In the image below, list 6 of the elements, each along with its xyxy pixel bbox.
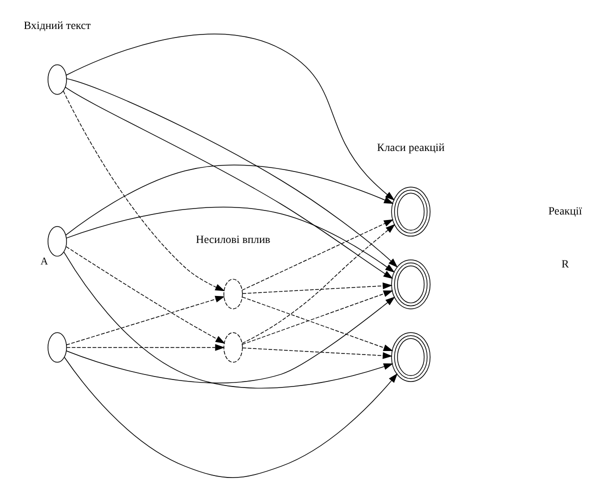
label: R (561, 258, 569, 271)
label: Реакції (548, 205, 582, 218)
label: Несилові вплив (196, 234, 270, 246)
node-label: A (40, 256, 48, 268)
label: Вхідний текст (24, 20, 91, 32)
label: Класи реакцій (377, 142, 445, 154)
